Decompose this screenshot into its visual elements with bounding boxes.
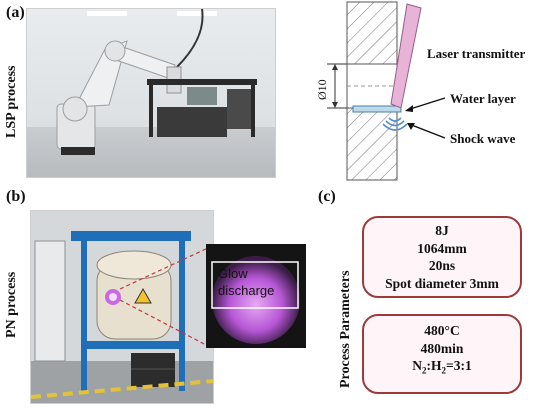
panel-a-label: (a) — [6, 4, 25, 21]
lsp-schematic — [305, 0, 550, 190]
panel-b-label: (b) — [6, 188, 26, 205]
panel-c-label: (c) — [318, 188, 336, 205]
lsp-parameters-box: 8J 1064mm 20ns Spot diameter 3mm — [362, 216, 522, 298]
shock-wave-label: Shock wave — [450, 131, 516, 146]
pn-param-temperature: 480°C — [424, 323, 460, 338]
glow-discharge-inset — [206, 244, 306, 348]
lsp-param-energy: 8J — [435, 223, 449, 238]
pn-furnace-photo — [30, 210, 214, 404]
process-parameters-label: Process Parameters — [338, 270, 353, 388]
lsp-param-pulse: 20ns — [428, 258, 456, 273]
pn-param-gas-ratio: N2:H2=3:1 — [412, 358, 472, 376]
pn-param-time: 480min — [420, 340, 464, 356]
water-layer-label: Water layer — [450, 91, 516, 106]
pn-parameters-box: 480°C 480min N2:H2=3:1 — [362, 314, 522, 394]
lsp-param-wavelength: 1064mm — [417, 240, 467, 256]
glow-discharge-label: Glow discharge — [218, 266, 275, 298]
laser-transmitter-label: Laser transmitter — [427, 46, 526, 61]
lsp-robot-photo — [26, 8, 276, 178]
lsp-param-spot: Spot diameter 3mm — [385, 275, 499, 291]
